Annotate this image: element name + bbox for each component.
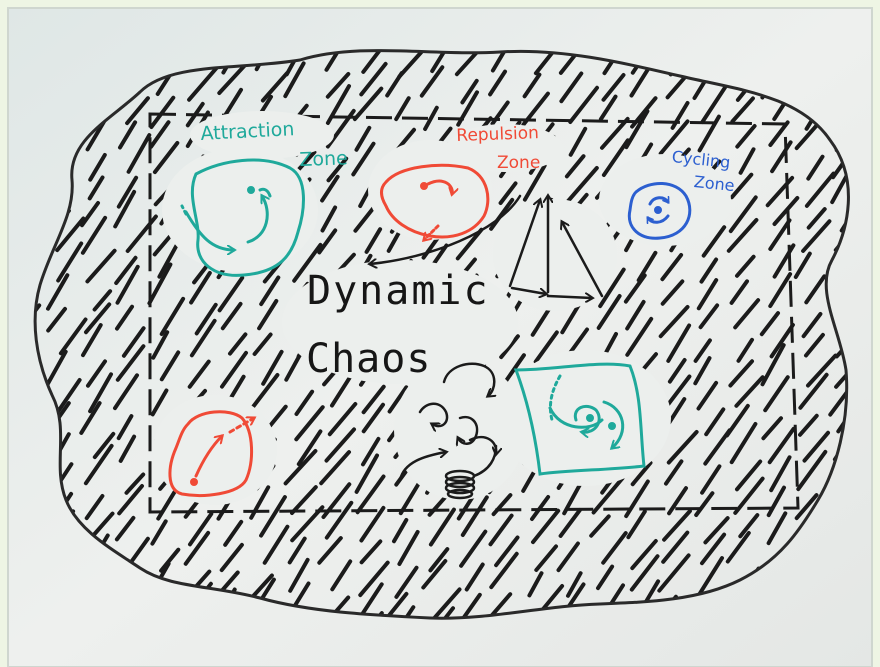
dynamic-chaos-title-line2: Chaos [306, 336, 431, 382]
attraction-zone-label-line2: Zone [299, 147, 348, 171]
dynamic-chaos-title: Dynamic [307, 268, 490, 314]
repulsion-zone-label-line2: Zone [497, 153, 540, 173]
repulsion-zone-label: Repulsion [456, 123, 539, 146]
